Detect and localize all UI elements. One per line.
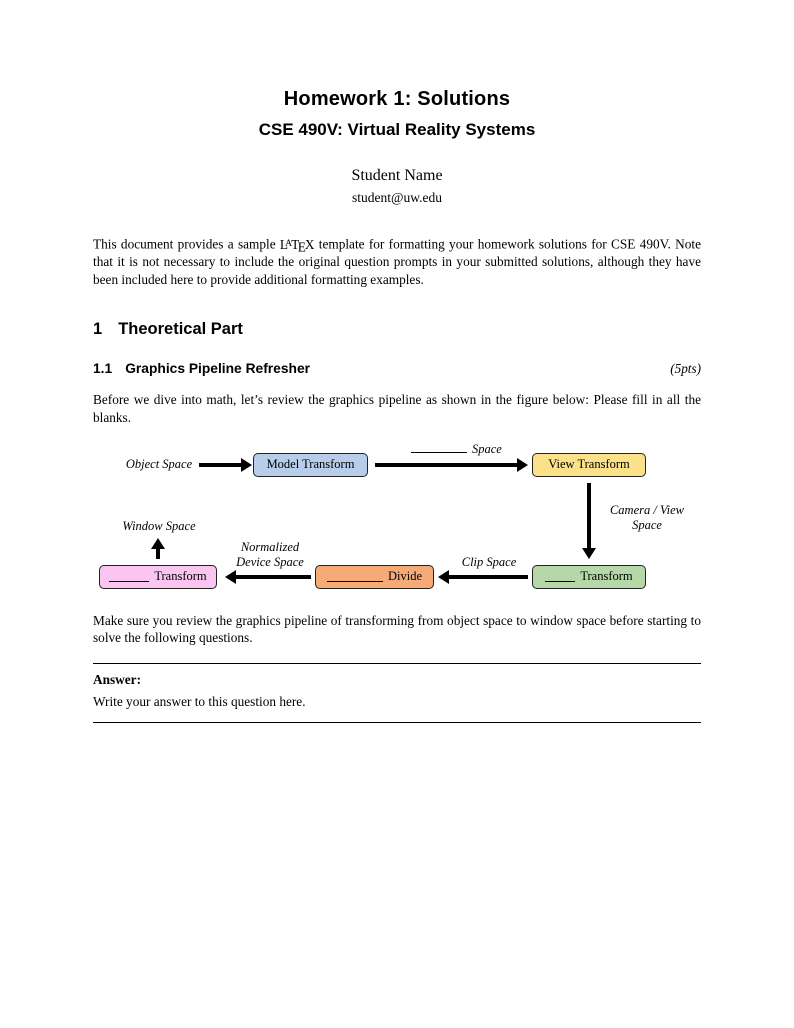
answer-divider-top: [93, 662, 701, 664]
author-name: Student Name: [351, 167, 443, 184]
arrow-object-to-model: [199, 457, 252, 472]
section-number: 1: [93, 320, 103, 339]
blank-space-label: Space: [411, 442, 531, 457]
answer-label: Answer:: [93, 671, 142, 687]
intro-text-after-logo: template for formatting your homework so…: [93, 236, 701, 287]
arrow-projection-to-divide: [438, 569, 528, 584]
question-intro-paragraph: Before we dive into math, let’s review t…: [93, 392, 701, 425]
clip-space-label: Clip Space: [461, 554, 517, 569]
section-1-heading: 1 Theoretical Part: [93, 320, 701, 340]
window-space-label: Window Space: [122, 518, 196, 533]
author-email: student@uw.edu: [352, 190, 442, 205]
blank-line: [326, 571, 383, 583]
subsection-number: 1.1: [93, 361, 113, 377]
view-transform-box: View Transform: [532, 452, 646, 477]
intro-text-before-logo: This document provides a sample: [93, 236, 280, 252]
ndc-label-line1: Normalized: [240, 539, 300, 554]
blank-line: [411, 442, 467, 453]
intro-paragraph: This document provides a sample LATEX te…: [93, 235, 701, 288]
answer-body: Write your answer to this question here.: [93, 693, 306, 709]
view-transform-label: View Transform: [548, 457, 630, 472]
latex-letter: L: [279, 236, 289, 252]
latex-letter: X: [304, 236, 315, 252]
latex-letter: A: [285, 237, 293, 249]
camera-label-line2: Space: [632, 517, 662, 532]
space-suffix-label: Space: [472, 441, 502, 456]
points-label: (5pts): [670, 361, 701, 377]
model-transform-box: Model Transform: [253, 452, 368, 477]
subsection-1-1-heading: 1.1 Graphics Pipeline Refresher: [93, 360, 310, 377]
latex-letter: E: [297, 239, 306, 255]
section-title: Theoretical Part: [118, 320, 243, 339]
question-outro-paragraph: Make sure you review the graphics pipeli…: [93, 612, 701, 646]
ndc-label-line2: Device Space: [236, 554, 304, 569]
subsection-title: Graphics Pipeline Refresher: [125, 361, 310, 377]
divide-label: Divide: [387, 569, 423, 584]
graphics-pipeline-figure: Object Space Model Transform Space View …: [93, 439, 701, 604]
projection-transform-label: Transform: [580, 569, 633, 584]
camera-label-line1: Camera / View: [609, 502, 685, 517]
model-transform-label: Model Transform: [266, 457, 355, 472]
subsection-1-1-row: 1.1 Graphics Pipeline Refresher (5pts): [93, 360, 701, 377]
object-space-label: Object Space: [125, 456, 193, 471]
arrow-viewport-to-window: [151, 537, 165, 559]
answer-divider-bottom: [93, 721, 701, 723]
blank-line: [109, 571, 150, 583]
arrow-view-to-projection: [582, 482, 596, 559]
latex-letter: T: [291, 236, 300, 252]
viewport-transform-box: Transform: [99, 564, 217, 589]
course-subtitle: CSE 490V: Virtual Reality Systems: [258, 120, 536, 139]
latex-logo: LATEX: [279, 236, 315, 255]
arrow-model-to-view: [375, 457, 528, 472]
document-title: Homework 1: Solutions: [283, 88, 511, 110]
arrow-divide-to-viewport: [225, 569, 311, 584]
content-column: Homework 1: Solutions CSE 490V: Virtual …: [93, 0, 701, 723]
perspective-divide-box: Divide: [315, 564, 434, 589]
blank-line: [545, 571, 576, 583]
projection-transform-box: Transform: [532, 564, 646, 589]
viewport-transform-label: Transform: [154, 569, 207, 584]
